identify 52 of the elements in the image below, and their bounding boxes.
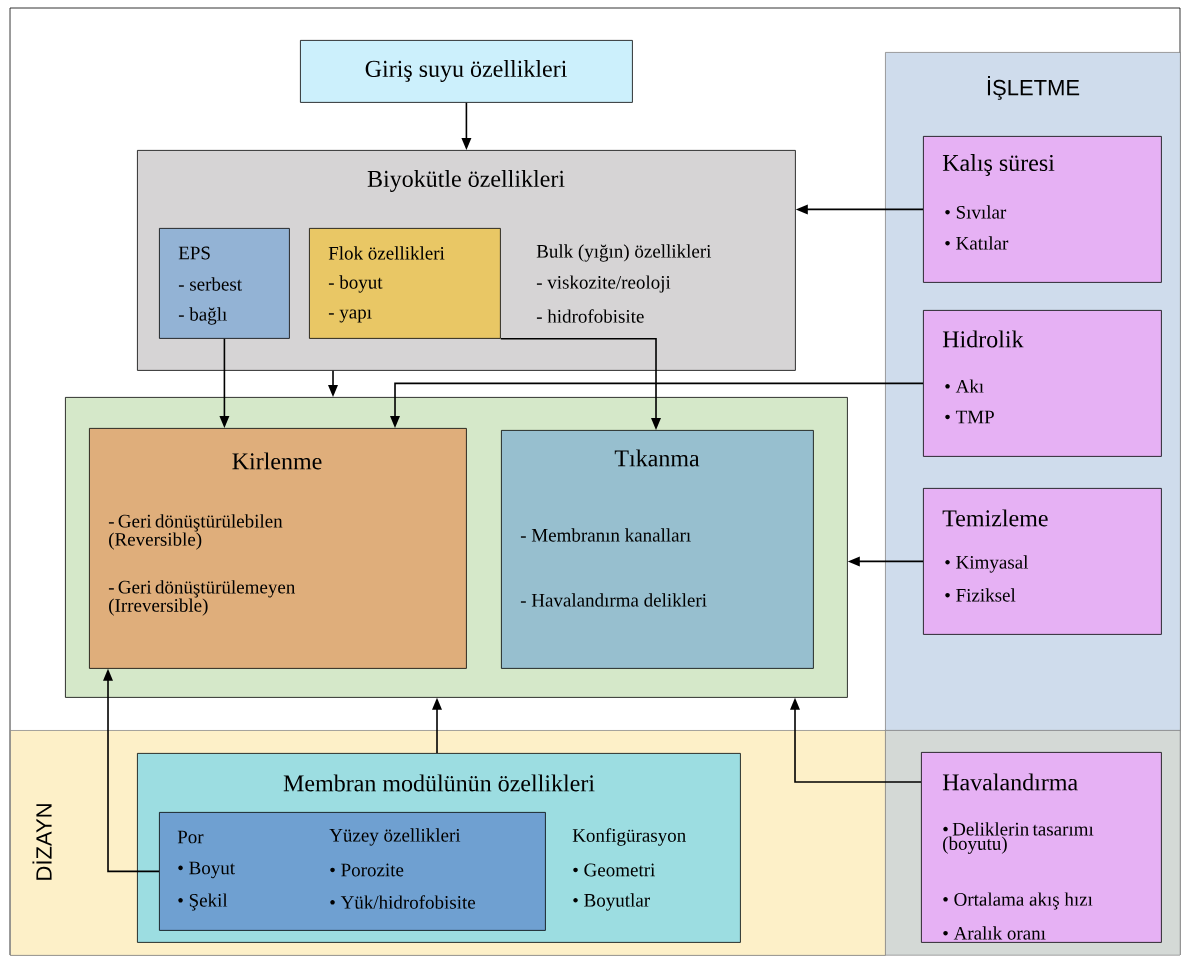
arrow (790, 697, 922, 783)
list-item: • Geometri (573, 863, 655, 877)
arrow (795, 204, 924, 215)
box-title: Havalandırma (942, 773, 1078, 791)
list-item: • Fiziksel (945, 588, 1016, 602)
arrow (390, 382, 924, 428)
list-item: - serbest (178, 277, 242, 291)
list-item: EPS (178, 246, 210, 260)
list-item: • Katılar (945, 236, 1009, 250)
list-item: • TMP (945, 410, 994, 424)
box-title: Giriş suyu özellikleri (365, 60, 567, 82)
list-item: • Yük/hidrofobisite (330, 895, 476, 909)
box-title: Temizleme (942, 509, 1048, 527)
list-item: • Porozite (330, 863, 404, 877)
arrow (328, 370, 338, 397)
list-item: - Havalandırma delikleri (520, 593, 707, 607)
list-item: - Geri dönüştürülebilen (Reversible) (108, 514, 283, 550)
list-item: • Kimyasal (945, 555, 1029, 573)
box-title: Tıkanma (614, 449, 700, 467)
box-title: Biyokütle özellikleri (367, 170, 565, 192)
list-item: Yüzey özellikleri (329, 828, 461, 846)
arrow (847, 556, 924, 567)
list-item: - viskozite/reoloji (536, 275, 671, 293)
arrow (500, 338, 661, 430)
list-item: • Boyut (178, 861, 235, 879)
list-item: Konfigürasyon (572, 828, 686, 846)
list-item: • Aralık oranı (943, 926, 1046, 940)
arrow (219, 338, 230, 428)
box-title: Hidrolik (942, 330, 1024, 348)
box-title: Membran modülünün özellikleri (283, 774, 595, 792)
box-title: Kirlenme (232, 452, 322, 470)
box-title: Kalış süresi (942, 154, 1055, 176)
list-item: • Akı (945, 379, 984, 393)
list-item: • Deliklerin tasarımı (boyutu) (943, 822, 1094, 854)
list-item: - hidrofobisite (536, 309, 644, 323)
list-item: • Şekil (178, 893, 228, 911)
band-label: DİZAYN (32, 804, 52, 880)
list-item: Flok özellikleri (328, 246, 445, 260)
list-item: • Sıvılar (945, 205, 1007, 219)
arrow (432, 697, 442, 754)
list-item: - Membranın kanalları (520, 528, 691, 542)
list-item: Bulk (yığın) özellikleri (536, 244, 712, 262)
list-item: Por (177, 830, 204, 844)
list-item: - Geri dönüştürülemeyen (Irreversible) (108, 580, 295, 616)
arrow (461, 102, 472, 150)
band-label: İŞLETME (987, 76, 1080, 100)
arrow (103, 668, 160, 873)
list-item: - bağlı (178, 307, 227, 325)
list-item: - yapı (328, 309, 372, 323)
list-item: • Ortalama akış hızı (943, 892, 1093, 910)
list-item: • Boyutlar (573, 893, 650, 911)
list-item: - boyut (328, 275, 383, 293)
